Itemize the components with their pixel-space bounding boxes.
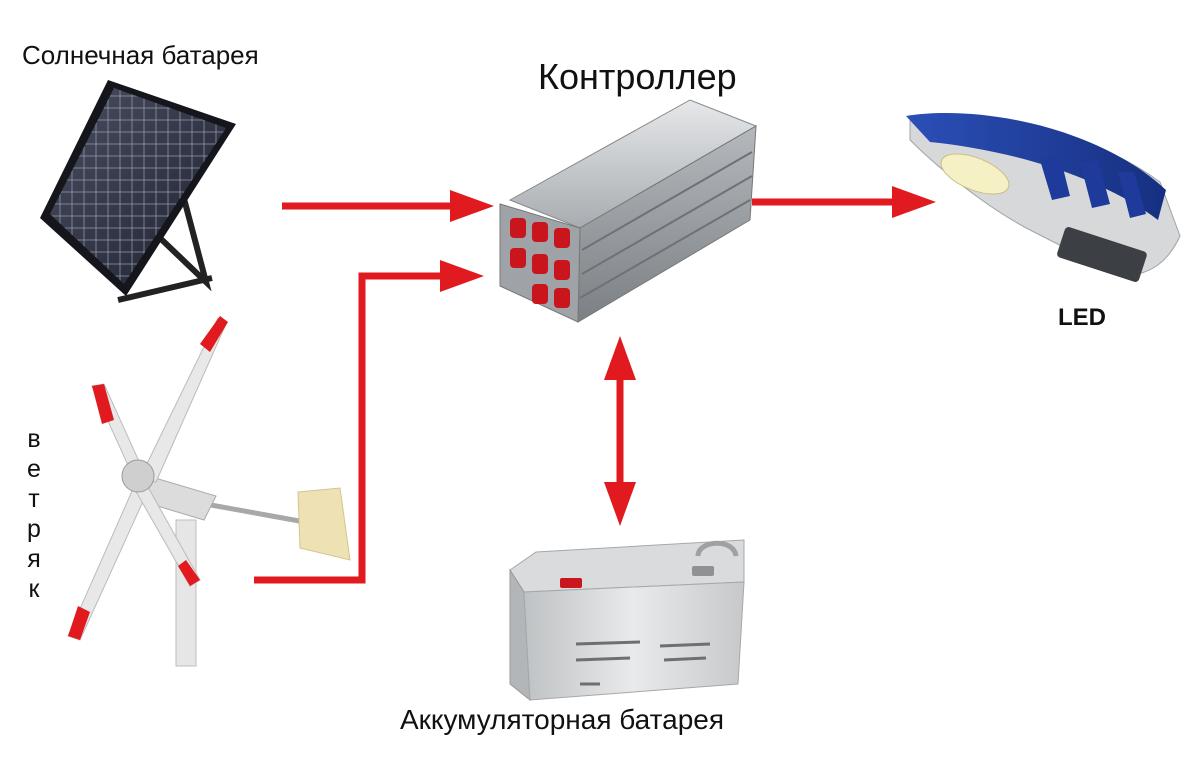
controller-icon [499, 99, 758, 323]
wind-turbine-label: ветряк [27, 425, 41, 603]
arrow-controller-battery [604, 336, 636, 526]
arrow-controller-to-led [752, 186, 936, 218]
battery-icon [509, 539, 745, 702]
wind-turbine-icon [67, 316, 351, 667]
battery-label: Аккумуляторная батарея [400, 704, 724, 735]
led-lamp-icon [906, 113, 1181, 282]
solar-panel-icon [40, 80, 236, 303]
controller-label: Контроллер [538, 56, 737, 97]
arrow-wind-to-controller [254, 260, 484, 584]
led-label: LED [1058, 304, 1106, 331]
solar-panel-label: Солнечная батарея [22, 40, 259, 70]
arrow-solar-to-controller [282, 190, 494, 222]
